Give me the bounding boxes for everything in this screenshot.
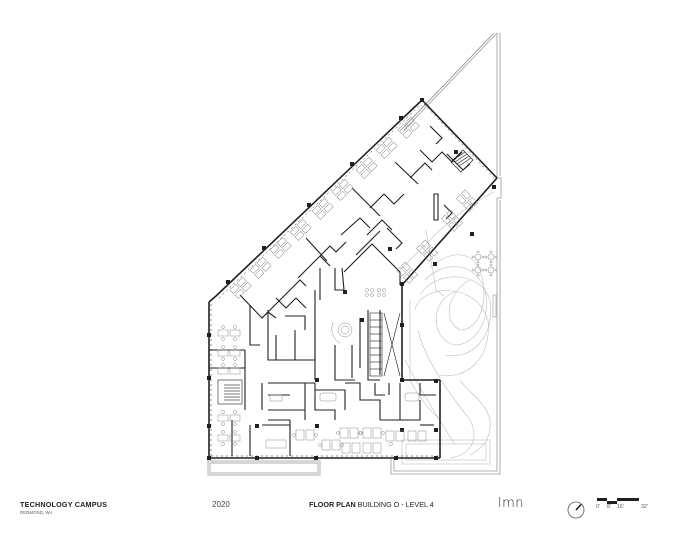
- furniture: [217, 116, 479, 454]
- terrace-landscape: [399, 191, 495, 465]
- sheet-title: FLOOR PLAN BUILDING O - LEVEL 4: [309, 500, 434, 509]
- project-location: REDMOND, WA: [20, 510, 53, 515]
- stair-north: [450, 149, 474, 173]
- structural-columns: [207, 98, 496, 460]
- project-name: TECHNOLOGY CAMPUS: [20, 500, 108, 509]
- stair-west: [217, 379, 243, 405]
- firm-logo: lmn: [498, 496, 525, 511]
- facade-glazing: [210, 103, 495, 457]
- terrace-outline: [390, 32, 502, 475]
- scale-label-32: 32': [641, 504, 648, 510]
- sheet-title-bold: FLOOR PLAN: [309, 500, 356, 509]
- north-arrow-icon: [567, 501, 585, 519]
- project-year: 2020: [212, 500, 230, 509]
- stair-feature: [369, 312, 401, 377]
- scale-label-0: 0': [596, 504, 600, 510]
- scale-label-8: 8': [607, 504, 611, 510]
- exterior-walls: [208, 99, 498, 459]
- interior-walls-core: [209, 267, 436, 456]
- scale-label-16: 16': [617, 504, 624, 510]
- floor-plan-drawing: [207, 32, 502, 476]
- title-block: TECHNOLOGY CAMPUS REDMOND, WA 2020 FLOOR…: [0, 490, 700, 540]
- south-balconies: [207, 460, 321, 476]
- sheet-title-rest: BUILDING O - LEVEL 4: [355, 500, 434, 509]
- interior-walls-diagonal-wing: [239, 125, 471, 319]
- scale-bar: [597, 498, 639, 504]
- terrace-seating: [471, 250, 498, 318]
